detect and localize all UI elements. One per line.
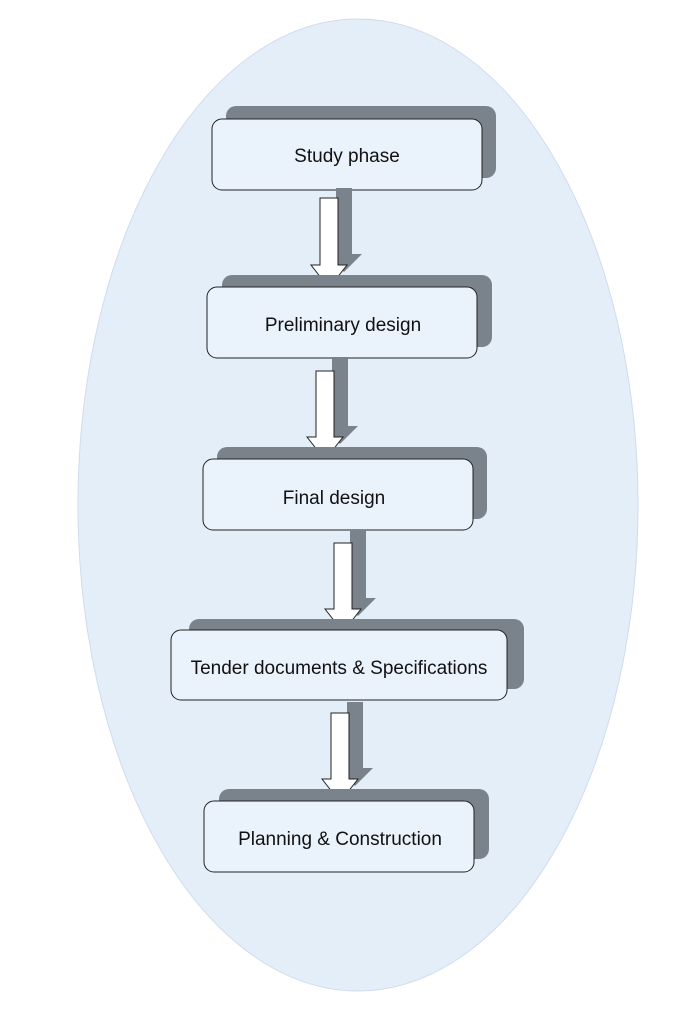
step-label: Final design [283, 488, 385, 509]
arrow-shadow [350, 530, 376, 616]
step-box [203, 800, 475, 873]
step-tender-documents: Tender documents & Specifications [170, 619, 524, 701]
step-label: Planning & Construction [238, 829, 442, 850]
flow-arrow [323, 530, 376, 633]
arrow-shadow [332, 357, 358, 444]
step-planning-construction: Planning & Construction [203, 789, 489, 873]
step-box [202, 458, 474, 531]
step-study-phase: Study phase [211, 106, 496, 191]
step-label: Preliminary design [265, 315, 421, 336]
arrow-shadow [347, 702, 373, 786]
step-preliminary-design: Preliminary design [206, 275, 492, 359]
flow-arrow [305, 357, 358, 461]
step-label: Tender documents & Specifications [191, 658, 488, 679]
step-box [170, 629, 508, 701]
flow-arrow [320, 702, 373, 803]
flow-arrow [309, 188, 362, 289]
step-final-design: Final design [202, 447, 487, 531]
step-label: Study phase [294, 146, 400, 167]
arrow-shadow [336, 188, 362, 272]
